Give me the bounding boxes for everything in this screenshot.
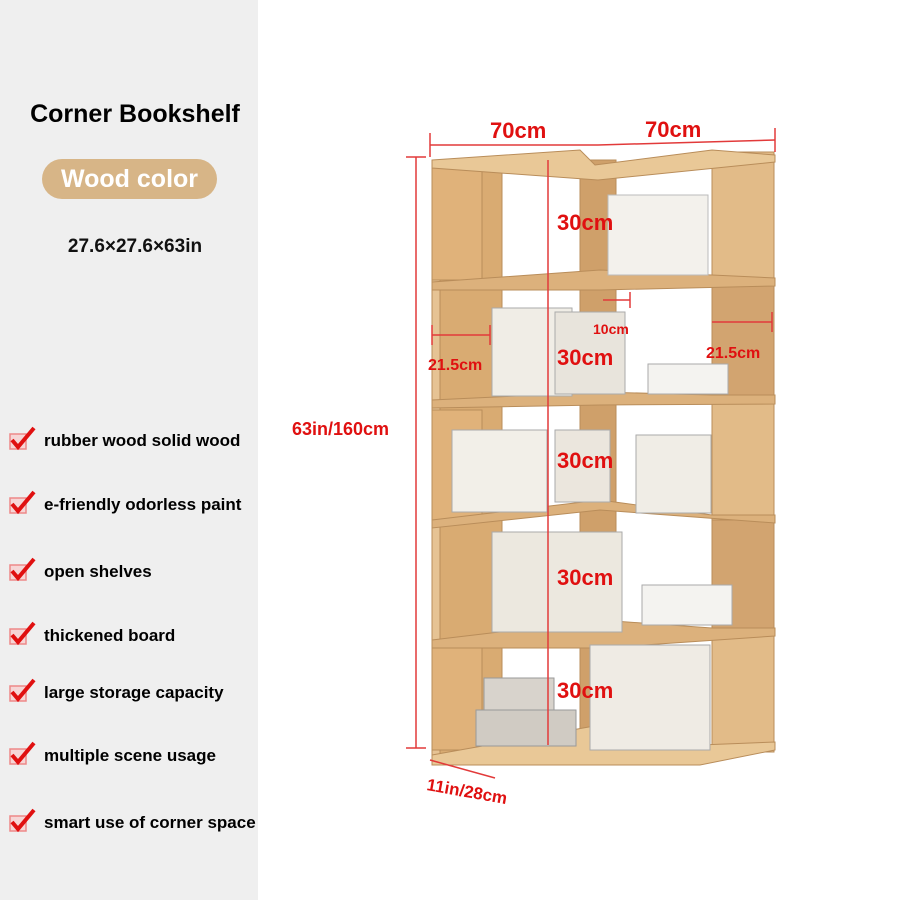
feature-item: rubber wood solid wood: [8, 426, 241, 452]
side-left-label: 21.5cm: [428, 357, 482, 374]
feature-label: open shelves: [44, 562, 152, 581]
checkmark-icon: [8, 808, 36, 834]
feature-label: rubber wood solid wood: [44, 431, 241, 450]
feature-label: multiple scene usage: [44, 746, 216, 765]
checkmark-icon: [8, 621, 36, 647]
dimension-lines: [406, 128, 776, 779]
feature-label: thickened board: [44, 626, 176, 645]
product-title: Corner Bookshelf: [30, 100, 240, 128]
left-info-panel: Corner Bookshelf Wood color 27.6×27.6×63…: [0, 0, 258, 900]
shelf-height-label: 30cm: [557, 565, 613, 590]
feature-item: e-friendly odorless paint: [8, 490, 242, 516]
feature-label: smart use of corner space: [44, 813, 256, 832]
bookshelf: [431, 149, 776, 766]
height-label: 63in/160cm: [292, 419, 389, 439]
feature-item: large storage capacity: [8, 678, 224, 704]
feature-item: open shelves: [8, 557, 152, 583]
width-right-label: 70cm: [645, 117, 701, 142]
feature-item: thickened board: [8, 621, 176, 647]
feature-label: e-friendly odorless paint: [44, 495, 242, 514]
feature-label: large storage capacity: [44, 683, 224, 702]
feature-item: smart use of corner space: [8, 808, 256, 834]
side-right-label: 21.5cm: [706, 345, 760, 362]
feature-item: multiple scene usage: [8, 741, 216, 767]
product-dimensions: 27.6×27.6×63in: [67, 236, 203, 257]
gap-label: 10cm: [593, 321, 629, 337]
checkmark-icon: [8, 741, 36, 767]
shelf-height-label: 30cm: [557, 448, 613, 473]
depth-label: 11in/28cm: [425, 775, 508, 808]
width-left-label: 70cm: [490, 118, 546, 143]
checkmark-icon: [8, 557, 36, 583]
shelf-height-label: 30cm: [557, 678, 613, 703]
shelf-height-label: 30cm: [557, 210, 613, 235]
checkmark-icon: [8, 678, 36, 704]
checkmark-icon: [8, 426, 36, 452]
color-badge: Wood color: [42, 159, 217, 199]
checkmark-icon: [8, 490, 36, 516]
shelf-height-label: 30cm: [557, 345, 613, 370]
